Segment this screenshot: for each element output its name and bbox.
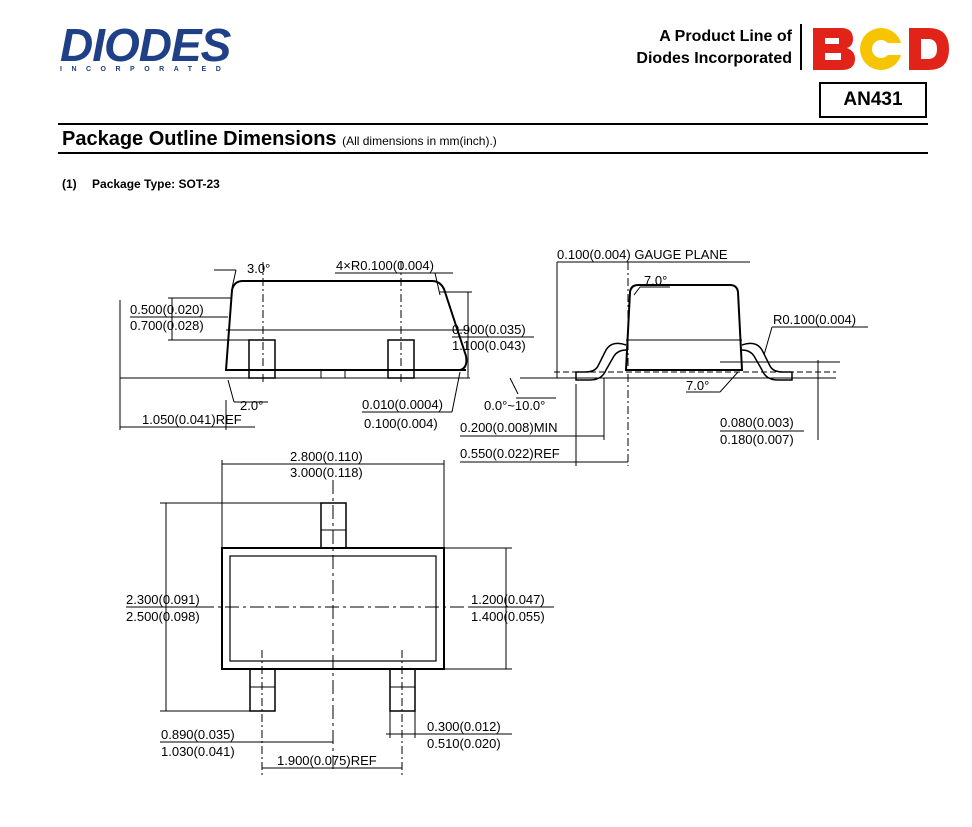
lead-radius-label: R0.100(0.004): [773, 312, 856, 327]
section-note: (All dimensions in mm(inch).): [342, 134, 497, 148]
gauge-plane-label: 0.100(0.004) GAUGE PLANE: [557, 247, 728, 262]
radius-label: 4×R0.100(0.004): [336, 258, 434, 273]
angle-side-bottom-label: 7.0°: [686, 378, 709, 393]
package-type: Package Type: SOT-23: [92, 177, 220, 191]
pitch-min-label: 0.890(0.035): [161, 727, 235, 742]
lead-thickness-max-label: 0.180(0.007): [720, 432, 794, 447]
top-view: [126, 460, 554, 775]
lead-min-label: 0.200(0.008)MIN: [460, 420, 558, 435]
standoff-min-label: 0.010(0.0004): [362, 397, 443, 412]
ref-width-label: 1.050(0.041)REF: [142, 412, 242, 427]
side-view: [460, 261, 868, 466]
overall-width-min-label: 2.300(0.091): [126, 592, 200, 607]
package-index: (1): [62, 177, 77, 191]
height-max-label: 1.100(0.043): [452, 338, 526, 353]
span-ref-label: 1.900(0.075)REF: [277, 753, 377, 768]
diodes-logo-subtext: INCORPORATED: [60, 66, 231, 73]
body-length-min-label: 2.800(0.110): [290, 449, 363, 464]
body-width-min-label: 1.200(0.047): [471, 592, 545, 607]
lead-thickness-min-label: 0.080(0.003): [720, 415, 794, 430]
header-divider: [800, 24, 802, 70]
standoff-max-label: 0.100(0.004): [364, 416, 438, 431]
document-id-box: AN431: [819, 82, 927, 118]
product-line-1: A Product Line of: [659, 28, 792, 45]
product-line-text: A Product Line of Diodes Incorporated: [636, 26, 792, 70]
front-view: [119, 262, 534, 430]
title-rule-top: [58, 123, 928, 125]
lead-width-max-label: 0.510(0.020): [427, 736, 501, 751]
lead-ref-label: 0.550(0.022)REF: [460, 446, 560, 461]
left-height-max-label: 0.700(0.028): [130, 318, 204, 333]
lead-width-min-label: 0.300(0.012): [427, 719, 501, 734]
package-type-line: (1) Package Type: SOT-23: [62, 177, 232, 191]
section-title: Package Outline Dimensions (All dimensio…: [62, 127, 497, 153]
lead-angle-label: 0.0°~10.0°: [484, 398, 545, 413]
height-min-label: 0.900(0.035): [452, 322, 526, 337]
overall-width-max-label: 2.500(0.098): [126, 609, 200, 624]
pitch-max-label: 1.030(0.041): [161, 744, 235, 759]
angle-top-label: 3.0°: [247, 261, 270, 276]
diodes-logo: DIODES: [60, 19, 231, 71]
title-rule-bottom: [58, 152, 928, 154]
body-width-max-label: 1.400(0.055): [471, 609, 545, 624]
product-line-2: Diodes Incorporated: [636, 50, 792, 67]
section-title-text: Package Outline Dimensions: [62, 128, 337, 150]
angle-side-top-label: 7.0°: [644, 273, 667, 288]
body-length-max-label: 3.000(0.118): [290, 465, 363, 480]
bcd-logo: [813, 28, 949, 70]
left-height-min-label: 0.500(0.020): [130, 302, 204, 317]
angle-bottom-label: 2.0°: [240, 398, 263, 413]
